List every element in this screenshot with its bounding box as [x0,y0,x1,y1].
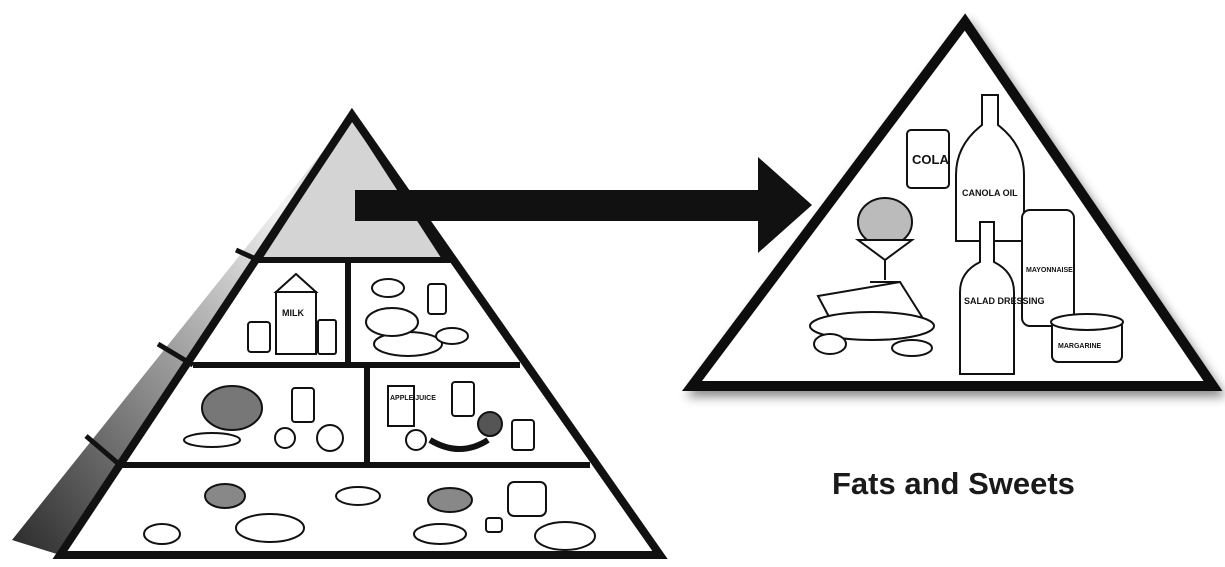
fats-and-sweets-caption: Fats and Sweets [832,466,1075,501]
carrots-icon [183,432,241,448]
tomato-icon [274,427,296,449]
svg-text:MARGARINE: MARGARINE [1058,343,1101,350]
svg-text:CANOLA OIL: CANOLA OIL [962,188,1018,198]
oatmeal-bowl-icon [427,487,473,513]
pyramid-apex-fats-sweets [252,109,452,263]
svg-text:APPLE JUICE: APPLE JUICE [390,395,436,402]
cookie-icon [813,333,847,355]
peach-can-icon [511,419,535,451]
vegetable-can-icon [291,387,315,423]
yogurt-cup-icon [247,321,271,353]
bread-loaf-icon [335,486,381,506]
fats-sweets-enlarged-triangle: COLA CANOLA OIL MAYONNAISE SALAD DRESSIN… [682,13,1223,391]
food-guide-pyramid: MILK APPLE JUICE [12,107,668,559]
muffin-icon [485,517,503,533]
ice-cream-icon [857,197,913,247]
fruit-group-illustration: APPLE JUICE [387,381,535,452]
banana-icon [428,437,490,452]
arrow-right-icon [355,157,812,253]
cola-can-icon [906,129,950,189]
cracker-plate-icon [413,523,467,545]
side-tick-2 [156,341,195,368]
cereal-bowl-icon [204,483,246,509]
svg-text:MILK: MILK [282,308,304,318]
cake-plate-icon [809,311,935,341]
rice-plate-icon [235,513,305,543]
bread-slice-icon [507,481,547,517]
margarine-lid-icon [1050,313,1124,331]
salad-dressing-bottle-icon [959,221,1015,375]
side-tick-3 [84,434,122,467]
broccoli-icon [316,424,344,452]
candy-icon [891,339,933,357]
svg-text:SALAD DRESSING: SALAD DRESSING [964,296,1045,306]
chicken-leg-icon [435,327,469,345]
salad-bowl-icon [201,385,263,431]
fruit-can-icon [451,381,475,417]
milk-glass-icon [317,319,337,355]
tortilla-icon [534,521,596,551]
eggs-icon [371,278,405,298]
dairy-group-illustration: MILK [247,272,337,355]
can-icon [427,283,447,315]
pyramid-outline [52,107,668,559]
protein-group-illustration [365,278,469,357]
juice-box-icon [387,385,415,427]
mayonnaise-jar-icon [1021,209,1075,327]
milk-carton-icon [275,291,317,355]
vegetable-group-illustration [183,385,344,452]
pasta-bowl-icon [143,523,181,545]
milk-carton-top-icon [273,272,319,293]
svg-text:MAYONNAISE: MAYONNAISE [1026,267,1073,274]
apple-icon [477,411,503,437]
side-tick-1 [234,247,260,263]
grain-group-illustration [143,481,596,551]
svg-text:COLA: COLA [912,152,949,167]
fats-sweets-illustration: COLA CANOLA OIL MAYONNAISE SALAD DRESSIN… [809,94,1124,375]
plate-icon [365,307,419,337]
orange-icon [405,429,427,451]
